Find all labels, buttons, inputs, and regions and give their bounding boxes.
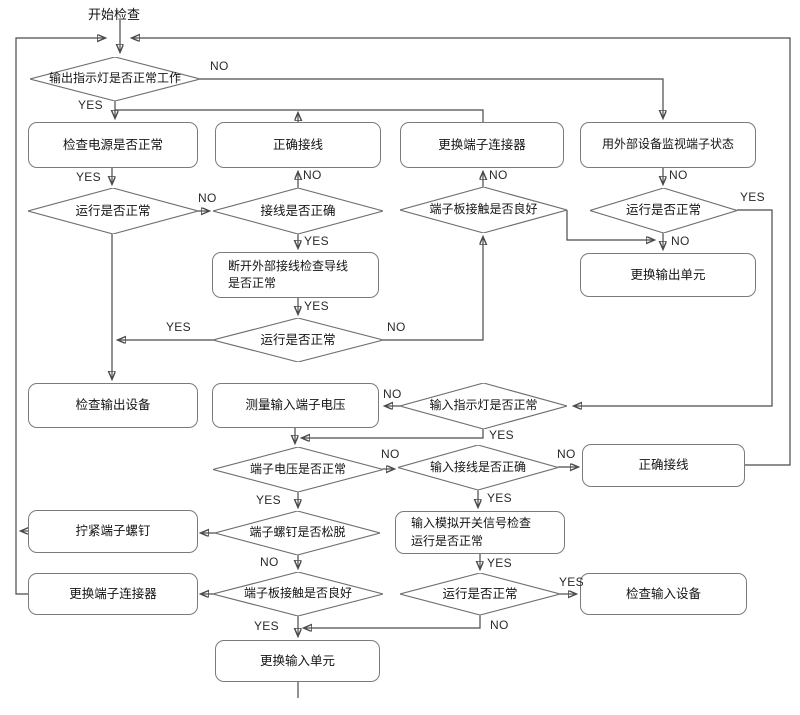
edge-label-no: NO (210, 59, 229, 73)
process-replace-connector-top: 更换端子连接器 (400, 122, 564, 168)
diamond-shape (400, 573, 560, 615)
edge-run-right-yes (574, 209, 773, 406)
decision-run-ok-left: 运行是否正常 (28, 188, 198, 234)
process-replace-input-unit: 更换输入单元 (215, 640, 380, 682)
decision-input-indicator: 输入指示灯是否正常 (400, 383, 567, 429)
decision-screw-loose: 端子螺钉是否松脱 (215, 511, 380, 555)
process-measure-input-voltage: 测量输入端子电压 (212, 383, 379, 428)
decision-wiring-correct: 接线是否正确 (213, 188, 383, 234)
decision-contact-good-top: 端子板接触是否良好 (400, 187, 567, 233)
process-monitor-terminal-status: 用外部设备监视端子状态 (580, 122, 756, 168)
process-input-analog-signal-check: 输入模拟开关信号检查 运行是否正常 (395, 511, 565, 554)
process-correct-wiring-top: 正确接线 (215, 122, 381, 168)
diamond-shape (400, 187, 567, 233)
diamond-shape (213, 318, 383, 362)
diamond-shape (28, 188, 198, 234)
process-correct-wiring-bottom: 正确接线 (582, 444, 745, 487)
edge-label-no: NO (489, 168, 508, 182)
edge-label-yes: YES (78, 98, 103, 112)
decision-output-indicator: 输出指示灯是否正常工作 (30, 57, 200, 101)
edge-label-no: NO (671, 234, 690, 248)
process-check-input-device: 检查输入设备 (580, 573, 747, 615)
edge-label-no: NO (198, 191, 217, 205)
diamond-shape (213, 447, 383, 492)
edge-label-no: NO (387, 320, 406, 334)
start-label: 开始检查 (88, 7, 141, 22)
edge-label-yes: YES (304, 299, 329, 313)
decision-input-wiring: 输入接线是否正确 (398, 445, 558, 490)
edge-label-yes: YES (166, 320, 191, 334)
edge-label-no: NO (381, 447, 400, 461)
edge-label-yes: YES (304, 234, 329, 248)
edge-label-no: NO (557, 447, 576, 461)
edge-label-no: NO (260, 555, 279, 569)
process-disconnect-external-wiring: 断开外部接线检查导线 是否正常 (212, 252, 379, 298)
edge-label-yes: YES (76, 170, 101, 184)
edge-label-yes: YES (559, 575, 584, 589)
diamond-shape (590, 188, 737, 233)
decision-run-ok-bottom: 运行是否正常 (400, 573, 560, 615)
process-replace-connector-bottom: 更换端子连接器 (28, 573, 198, 615)
edge-label-yes: YES (740, 190, 765, 204)
diamond-shape (213, 188, 383, 234)
edge-left-return-loop (15, 38, 105, 595)
edge-input-indicator-yes (302, 429, 484, 438)
edge-right-return-loop (132, 38, 791, 466)
diamond-shape (30, 57, 200, 101)
edge-label-yes: YES (487, 491, 512, 505)
process-tighten-terminal-screw: 拧紧端子螺钉 (28, 510, 198, 553)
diamond-shape (215, 511, 380, 555)
decision-run-ok-right: 运行是否正常 (590, 188, 737, 233)
diamond-shape (398, 445, 558, 490)
edge-label-yes: YES (256, 493, 281, 507)
edge-run-mid-no (383, 237, 483, 341)
diamond-shape (213, 572, 383, 616)
edge-label-no: NO (669, 168, 688, 182)
edge-contact-top-right (566, 210, 654, 240)
process-check-power-supply: 检查电源是否正常 (28, 122, 198, 168)
edge-label-no: NO (383, 387, 402, 401)
edge-label-yes: YES (487, 556, 512, 570)
decision-contact-good-bottom: 端子板接触是否良好 (213, 572, 383, 616)
process-replace-output-unit: 更换输出单元 (580, 253, 756, 297)
diamond-shape (400, 383, 567, 429)
process-check-output-device: 检查输出设备 (28, 383, 198, 428)
decision-run-ok-mid: 运行是否正常 (213, 318, 383, 362)
edge-output-indicator-no (200, 78, 663, 118)
edge-run-bottom-no (304, 615, 481, 628)
edge-feedback-row2 (115, 109, 484, 122)
edge-label-no: NO (490, 618, 509, 632)
edge-label-yes: YES (489, 428, 514, 442)
edge-label-no: NO (303, 168, 322, 182)
edge-label-yes: YES (254, 619, 279, 633)
decision-terminal-voltage: 端子电压是否正常 (213, 447, 383, 492)
